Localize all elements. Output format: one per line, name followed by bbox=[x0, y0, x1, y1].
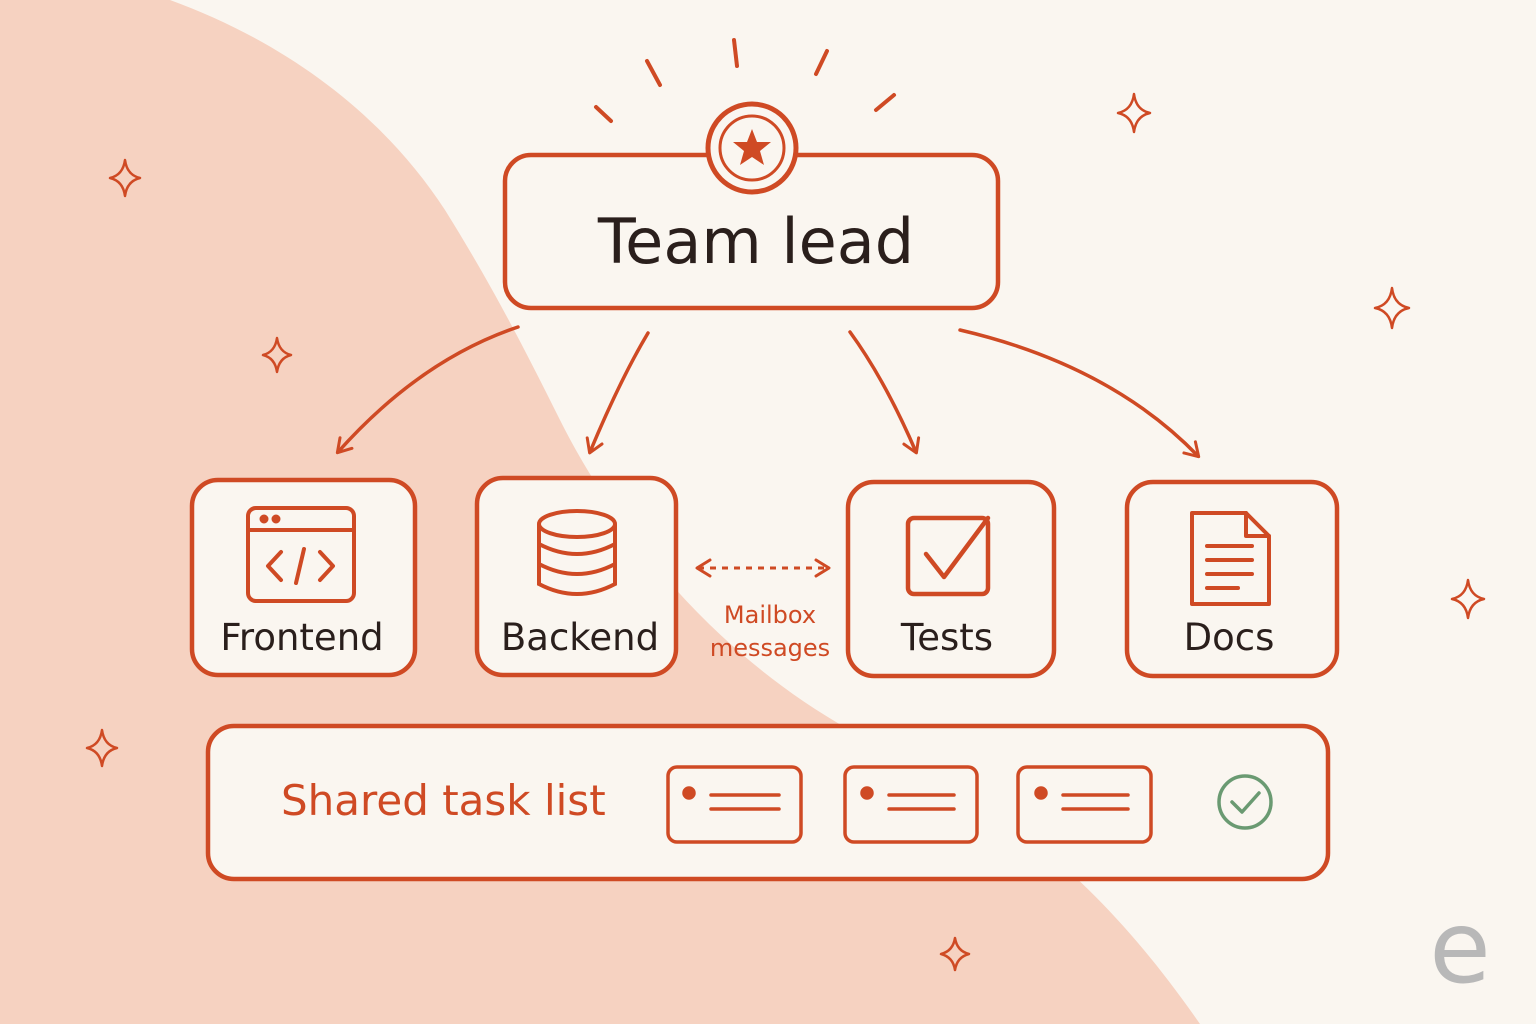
agent-tests: Tests bbox=[845, 479, 1057, 679]
task-card bbox=[843, 765, 979, 844]
document-icon bbox=[1190, 511, 1271, 606]
task-list-label: Shared task list bbox=[281, 776, 606, 825]
sparkle-icon bbox=[85, 728, 119, 768]
radiating-lines bbox=[594, 38, 896, 123]
docs-label: Docs bbox=[1184, 616, 1275, 659]
mailbox-label-line2: messages bbox=[710, 634, 830, 662]
tests-label: Tests bbox=[900, 616, 993, 659]
brand-logo: e bbox=[1429, 889, 1491, 1006]
sparkle-icon bbox=[1116, 92, 1152, 134]
agent-backend: Backend bbox=[474, 475, 679, 678]
code-window-icon bbox=[246, 506, 356, 603]
arrow-to-backend bbox=[585, 331, 650, 455]
team-lead-label: Team lead bbox=[597, 205, 914, 278]
sparkle-icon bbox=[108, 158, 142, 198]
checkbox-icon bbox=[905, 515, 991, 597]
database-icon bbox=[537, 509, 617, 596]
arrow-to-tests bbox=[848, 330, 921, 455]
backend-label: Backend bbox=[501, 616, 659, 659]
check-circle-icon bbox=[1217, 774, 1273, 830]
sparkles bbox=[85, 92, 1486, 972]
task-card bbox=[666, 765, 803, 844]
mailbox-label-line1: Mailbox bbox=[724, 601, 816, 629]
arrow-to-frontend bbox=[335, 325, 520, 455]
agent-docs: Docs bbox=[1124, 479, 1340, 679]
sparkle-icon bbox=[261, 336, 293, 374]
sparkle-icon bbox=[1373, 286, 1411, 330]
task-card bbox=[1016, 765, 1153, 844]
agent-frontend: Frontend bbox=[189, 477, 418, 678]
star-badge-inner bbox=[718, 114, 786, 182]
tests-box bbox=[845, 479, 1057, 679]
arrow-to-docs bbox=[958, 328, 1201, 459]
shared-task-list: Shared task list bbox=[205, 723, 1331, 882]
mailbox-connector: Mailbox messages bbox=[695, 558, 831, 662]
star-icon bbox=[733, 129, 771, 165]
sparkle-icon bbox=[939, 936, 971, 972]
delegation-arrows bbox=[335, 325, 1201, 459]
docs-box bbox=[1124, 479, 1340, 679]
team-lead-node: Team lead bbox=[502, 101, 1001, 311]
sparkle-icon bbox=[1450, 578, 1486, 620]
backend-box bbox=[474, 475, 679, 678]
frontend-label: Frontend bbox=[220, 616, 383, 659]
